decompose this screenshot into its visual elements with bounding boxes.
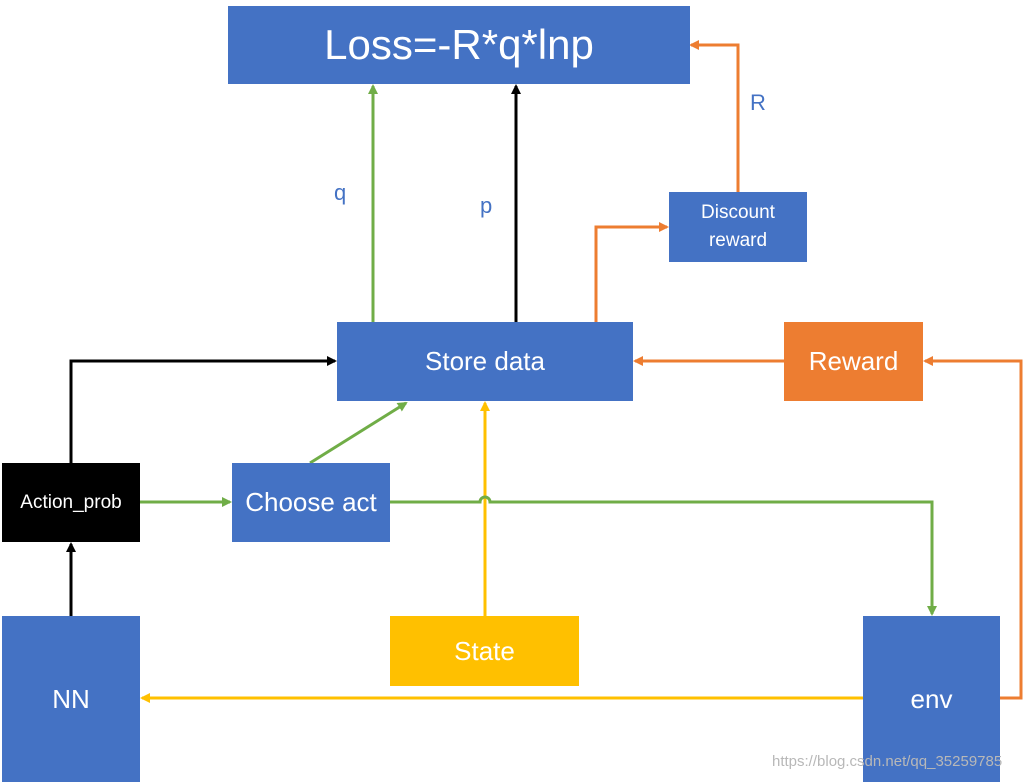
- reward-box: Reward: [784, 322, 923, 401]
- reward-label: Reward: [808, 346, 899, 376]
- store-data-label: Store data: [425, 346, 545, 376]
- store-data-box: Store data: [337, 322, 633, 401]
- state-box: State: [390, 616, 579, 686]
- loss-label: Loss=-R*q*lnp: [324, 21, 594, 68]
- edge-label-p: p: [480, 193, 493, 218]
- state-label: State: [454, 635, 515, 666]
- edge-label-q: q: [334, 180, 347, 205]
- discount-reward-label-line2: reward: [708, 230, 768, 251]
- edge-label-r: R: [750, 90, 766, 115]
- edge-actionprob-to-store: [69, 356, 337, 463]
- action-prob-label: Action_prob: [20, 491, 122, 513]
- edge-store-to-discount: [594, 222, 669, 322]
- choose-act-box: Choose act: [232, 463, 390, 542]
- edge-choose-to-env: [390, 495, 937, 616]
- edge-choose-to-store: [309, 401, 408, 465]
- action-prob-box: Action_prob: [2, 463, 140, 542]
- discount-reward-label-line1: Discount: [701, 202, 775, 223]
- nn-label: NN: [52, 683, 90, 714]
- watermark-text: https://blog.csdn.net/qq_35259785: [772, 753, 1003, 770]
- nn-box: NN: [2, 616, 140, 782]
- env-box: env: [863, 616, 1000, 782]
- env-label: env: [910, 683, 953, 714]
- choose-act-label: Choose act: [245, 487, 377, 517]
- loss-box: Loss=-R*q*lnp: [228, 6, 690, 84]
- edge-discount-to-loss: [689, 40, 740, 192]
- edge-env-to-reward: [923, 356, 1023, 700]
- discount-reward-box: Discount reward: [669, 192, 807, 262]
